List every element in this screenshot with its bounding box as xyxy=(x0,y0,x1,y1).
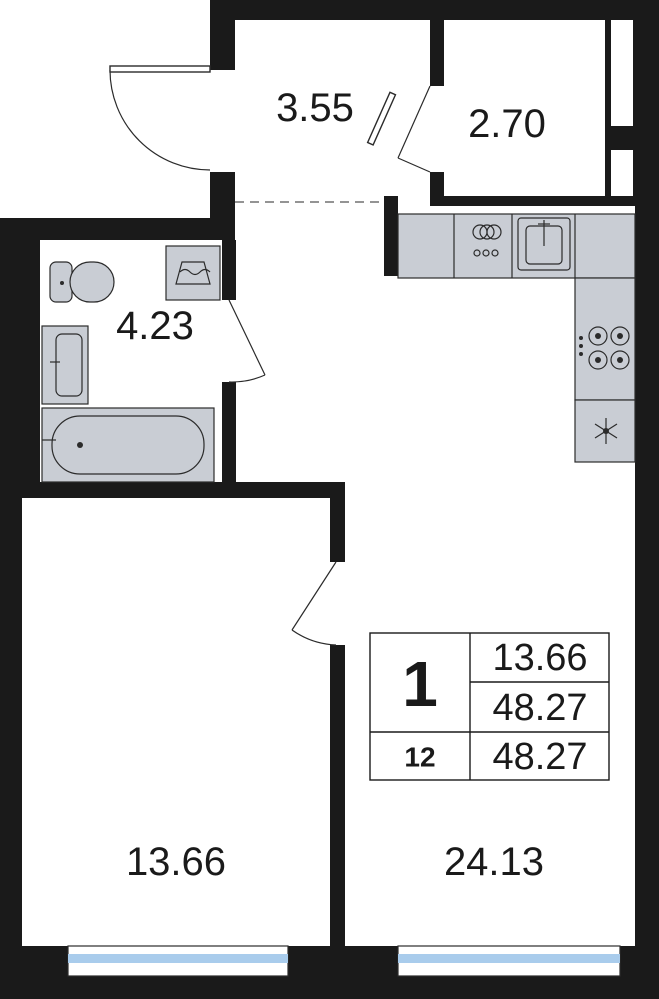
wall-kitchen-stub xyxy=(384,196,398,276)
entrance-door xyxy=(109,65,211,171)
living-area-value: 13.66 xyxy=(492,637,587,679)
room-area-bathroom: 4.23 xyxy=(116,304,194,348)
outer-wall-right xyxy=(635,196,659,999)
wall-storage-bottom xyxy=(430,196,659,206)
outer-wall-top-left xyxy=(0,218,235,240)
washing-machine xyxy=(165,245,221,301)
kitchen-counter xyxy=(397,213,636,463)
shaft-upper xyxy=(611,20,633,126)
fridge-snowflake-icon xyxy=(594,418,618,444)
total-area-value: 48.27 xyxy=(492,687,587,729)
wall-storage-upper xyxy=(430,0,444,86)
kitchen-sink xyxy=(517,217,571,271)
floor-number: 12 xyxy=(404,742,435,773)
wall-bathroom-left xyxy=(22,240,40,490)
wall-entry-lower xyxy=(210,172,235,240)
outer-wall-left xyxy=(0,218,22,999)
window-living xyxy=(397,945,621,977)
toilet xyxy=(49,261,115,303)
room-area-hall: 3.55 xyxy=(276,86,354,130)
dishwasher xyxy=(472,224,502,257)
bathroom-door xyxy=(228,299,266,383)
wall-bathroom-right-lower xyxy=(222,382,236,490)
wall-storage-lower xyxy=(430,172,444,202)
shaft-lower xyxy=(611,150,633,202)
room-area-living: 24.13 xyxy=(444,840,544,884)
bathtub xyxy=(41,407,215,483)
apartment-summary-table: 1 12 13.66 48.27 48.27 xyxy=(369,632,610,781)
bedroom-door xyxy=(291,561,337,646)
wall-bedroom-divider-upper xyxy=(330,482,345,562)
storage-door xyxy=(366,85,431,173)
total-area-value-2: 48.27 xyxy=(492,736,587,778)
wall-bedroom-divider-lower xyxy=(330,645,345,999)
bathroom-sink xyxy=(41,325,89,405)
stove xyxy=(579,326,630,370)
room-area-bedroom: 13.66 xyxy=(126,840,226,884)
room-area-storage: 2.70 xyxy=(468,102,546,146)
wall-bathroom-right-upper xyxy=(222,240,236,300)
window-bedroom xyxy=(67,945,289,977)
wall-bathroom-bottom xyxy=(0,482,345,498)
rooms-count: 1 xyxy=(402,648,438,720)
